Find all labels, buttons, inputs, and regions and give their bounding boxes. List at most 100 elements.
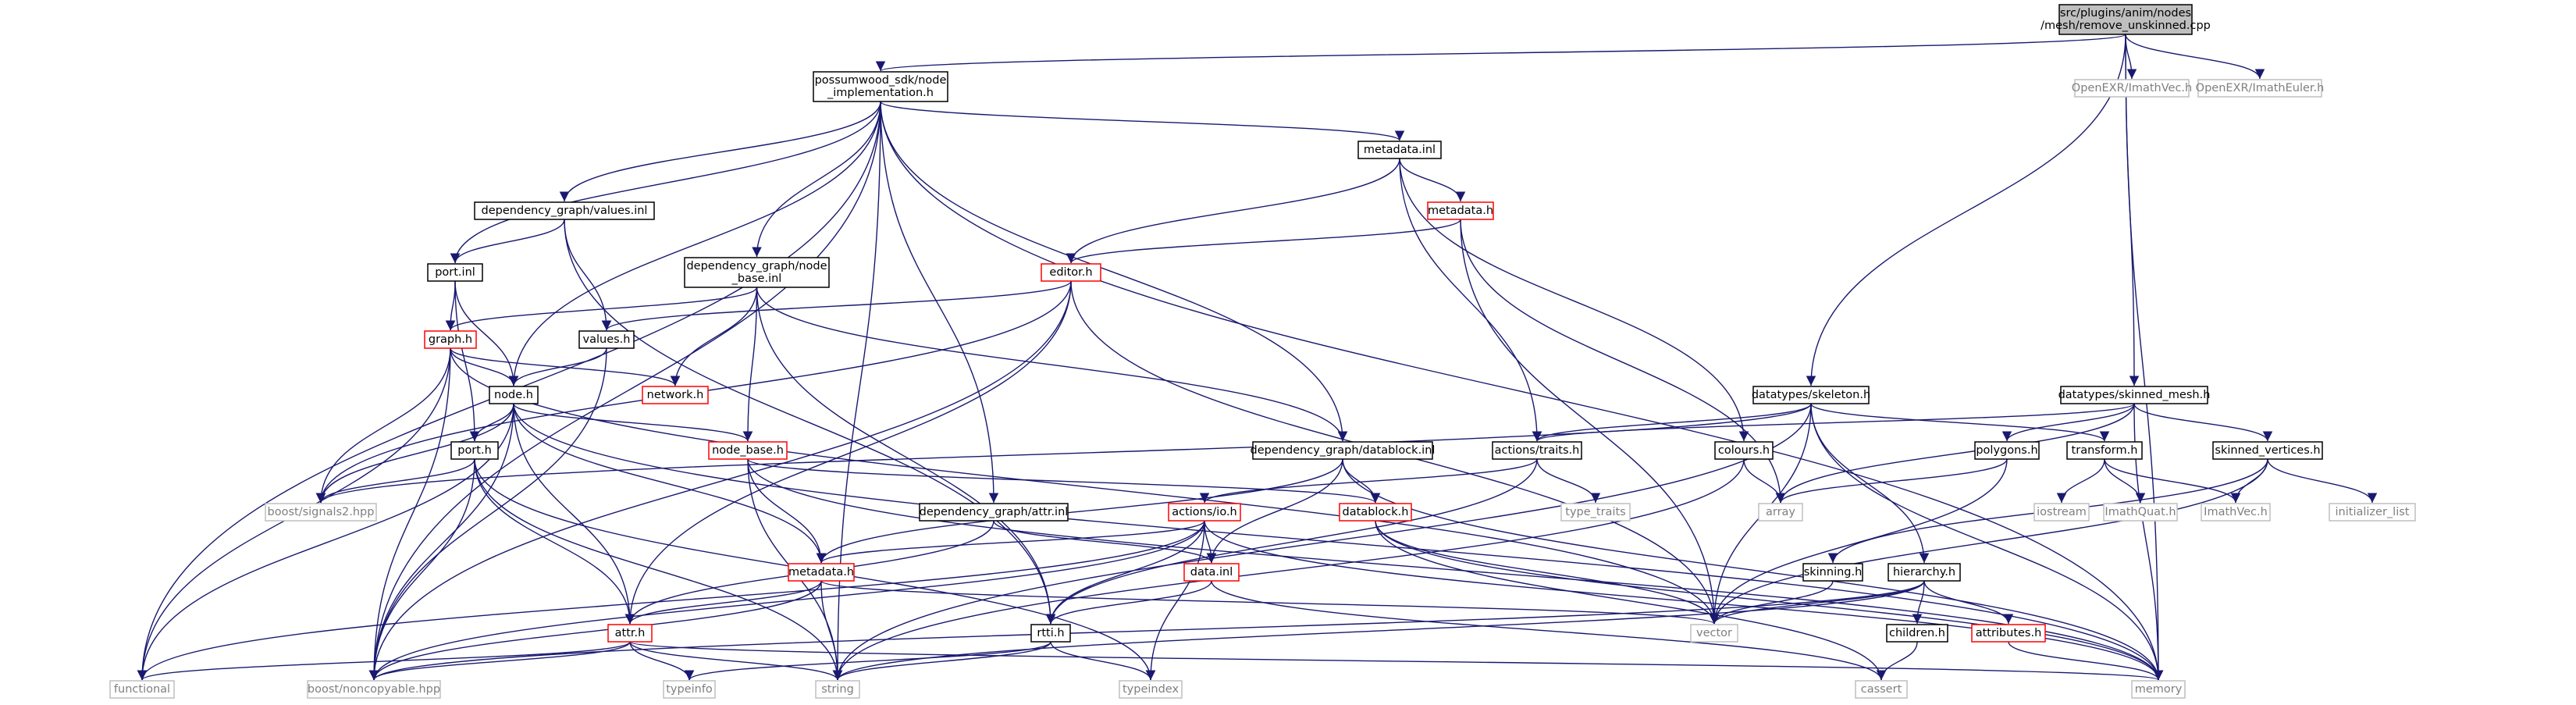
edge-node-to-node-base bbox=[513, 403, 753, 442]
node-functional[interactable]: functional bbox=[109, 680, 175, 699]
node-datablock-h[interactable]: datablock.h bbox=[1339, 503, 1412, 522]
node-box bbox=[2201, 503, 2271, 522]
node-string[interactable]: string bbox=[815, 680, 860, 699]
node-children[interactable]: children.h bbox=[1886, 624, 1948, 643]
node-data-inl[interactable]: data.inl bbox=[1183, 563, 1240, 582]
node-node[interactable]: node.h bbox=[489, 386, 539, 404]
node-label: network.h bbox=[647, 389, 704, 401]
node-polygons[interactable]: polygons.h bbox=[1974, 441, 2040, 460]
edge-dg-values-to-values bbox=[564, 219, 612, 331]
edge-values-to-node bbox=[508, 347, 607, 386]
node-box bbox=[2033, 503, 2090, 522]
node-cassert[interactable]: cassert bbox=[1855, 680, 1908, 699]
node-dg-values[interactable]: dependency_graph/values.inl bbox=[474, 201, 655, 220]
node-noncopyable[interactable]: boost/noncopyable.hpp bbox=[307, 680, 441, 699]
node-attributes[interactable]: attributes.h bbox=[1971, 624, 2046, 643]
node-hierarchy[interactable]: hierarchy.h bbox=[1888, 563, 1961, 582]
node-iostream[interactable]: iostream bbox=[2033, 503, 2090, 522]
node-imathvec[interactable]: ImathVec.h bbox=[2201, 503, 2271, 522]
node-box bbox=[607, 624, 653, 643]
edge-dg-datablock-to-memory bbox=[1342, 458, 2164, 681]
edge-polygons-to-array bbox=[1775, 458, 2008, 504]
node-node-base[interactable]: node_base.h bbox=[708, 441, 788, 460]
edge-metadata-h-mid-to-vector bbox=[820, 580, 1719, 625]
node-metadata-h-top[interactable]: metadata.h bbox=[1427, 201, 1494, 220]
node-label: children.h bbox=[1889, 627, 1945, 639]
node-signals2[interactable]: boost/signals2.hpp bbox=[265, 503, 377, 522]
node-label: polygons.h bbox=[1976, 444, 2037, 457]
node-port-h[interactable]: port.h bbox=[450, 441, 499, 460]
node-openexr-vec[interactable]: OpenEXR/ImathVec.h bbox=[2072, 79, 2192, 98]
node-skeleton[interactable]: datatypes/skeleton.h bbox=[1752, 386, 1870, 404]
node-metadata-inl[interactable]: metadata.inl bbox=[1357, 141, 1442, 159]
node-box bbox=[2058, 4, 2193, 35]
node-values[interactable]: values.h bbox=[578, 330, 635, 349]
node-box bbox=[1974, 441, 2040, 460]
node-attr[interactable]: attr.h bbox=[607, 624, 653, 643]
node-rtti[interactable]: rtti.h bbox=[1030, 624, 1071, 643]
edge-editor-to-attr bbox=[624, 280, 1072, 625]
node-dg-node-base[interactable]: dependency_graph/node_base.inl bbox=[684, 257, 830, 288]
node-box bbox=[265, 503, 377, 522]
node-label: port.inl bbox=[435, 266, 475, 279]
edge-graph-to-signals2 bbox=[315, 347, 451, 504]
node-label: rtti.h bbox=[1037, 627, 1064, 639]
node-colours[interactable]: colours.h bbox=[1714, 441, 1774, 460]
node-network[interactable]: network.h bbox=[642, 386, 709, 404]
node-label: dependency_graph/datablock.inl bbox=[1251, 444, 1436, 457]
node-label: type_traits bbox=[1565, 506, 1625, 518]
node-type-traits[interactable]: type_traits bbox=[1560, 503, 1631, 522]
node-label: datatypes/skeleton.h bbox=[1752, 389, 1870, 401]
node-openexr-euler[interactable]: OpenEXR/ImathEuler.h bbox=[2196, 79, 2325, 98]
node-label: initializer_list bbox=[2336, 506, 2410, 518]
edge-possumwood-to-noncopyable bbox=[368, 101, 881, 681]
node-dg-attr-inl[interactable]: dependency_graph/attr.inl bbox=[919, 503, 1069, 522]
edge-graph-to-noncopyable bbox=[368, 347, 451, 681]
node-imathquat[interactable]: ImathQuat.h bbox=[2103, 503, 2178, 522]
edge-dg-values-to-rtti bbox=[564, 219, 1056, 625]
node-initializer-list[interactable]: initializer_list bbox=[2329, 503, 2416, 522]
edge-actions-io-to-memory bbox=[1204, 520, 2164, 681]
edge-metadata-h-mid-to-attr bbox=[624, 580, 822, 625]
node-memory[interactable]: memory bbox=[2131, 680, 2186, 699]
node-dg-datablock[interactable]: dependency_graph/datablock.inl bbox=[1251, 441, 1436, 460]
node-box bbox=[578, 330, 635, 349]
edge-dg-datablock-to-data-inl bbox=[1206, 458, 1343, 564]
node-editor[interactable]: editor.h bbox=[1041, 263, 1101, 282]
edge-skinned-mesh-to-actions-traits bbox=[1532, 403, 2135, 442]
node-label: dependency_graph/values.inl bbox=[482, 205, 648, 217]
node-label: values.h bbox=[583, 333, 631, 346]
edge-skeleton-to-hierarchy bbox=[1810, 403, 1930, 564]
node-transform[interactable]: transform.h bbox=[2066, 441, 2143, 460]
edge-skinned-mesh-to-array bbox=[1775, 403, 2135, 504]
node-typeinfo[interactable]: typeinfo bbox=[663, 680, 716, 699]
node-box bbox=[2074, 79, 2190, 98]
node-label: actions/io.h bbox=[1172, 506, 1237, 518]
node-skinning[interactable]: skinning.h bbox=[1802, 563, 1863, 582]
node-box bbox=[815, 680, 860, 699]
node-array[interactable]: array bbox=[1758, 503, 1803, 522]
node-possumwood[interactable]: possumwood_sdk/node_implementation.h bbox=[813, 71, 948, 102]
node-graph[interactable]: graph.h bbox=[424, 330, 477, 349]
node-box bbox=[1752, 386, 1870, 404]
node-label: actions/traits.h bbox=[1495, 444, 1580, 457]
node-label: datatypes/skinned_mesh.h bbox=[2058, 389, 2211, 401]
edge-hierarchy-to-noncopyable bbox=[369, 580, 1925, 681]
edge-metadata-h-top-to-vector bbox=[1460, 219, 1720, 625]
node-box bbox=[1888, 563, 1961, 582]
node-skinned-vertices[interactable]: skinned_vertices.h bbox=[2212, 441, 2323, 460]
node-label: hierarchy.h bbox=[1893, 566, 1955, 579]
node-port-inl[interactable]: port.inl bbox=[427, 263, 483, 282]
node-actions-io[interactable]: actions/io.h bbox=[1168, 503, 1241, 522]
node-actions-traits[interactable]: actions/traits.h bbox=[1492, 441, 1582, 460]
node-label: metadata.h bbox=[1428, 205, 1493, 217]
edge-possumwood-to-dg-attr-inl bbox=[880, 101, 999, 504]
edge-metadata-h-top-to-editor bbox=[1066, 219, 1461, 264]
edge-metadata-inl-to-colours bbox=[1399, 158, 1749, 442]
node-root[interactable]: src/plugins/anim/nodes/mesh/remove_unski… bbox=[2041, 4, 2211, 35]
node-typeindex[interactable]: typeindex bbox=[1119, 680, 1183, 699]
node-vector[interactable]: vector bbox=[1690, 624, 1738, 643]
node-metadata-h-mid[interactable]: metadata.h bbox=[788, 563, 855, 582]
node-skinned-mesh[interactable]: datatypes/skinned_mesh.h bbox=[2058, 386, 2211, 404]
node-box bbox=[1030, 624, 1071, 643]
